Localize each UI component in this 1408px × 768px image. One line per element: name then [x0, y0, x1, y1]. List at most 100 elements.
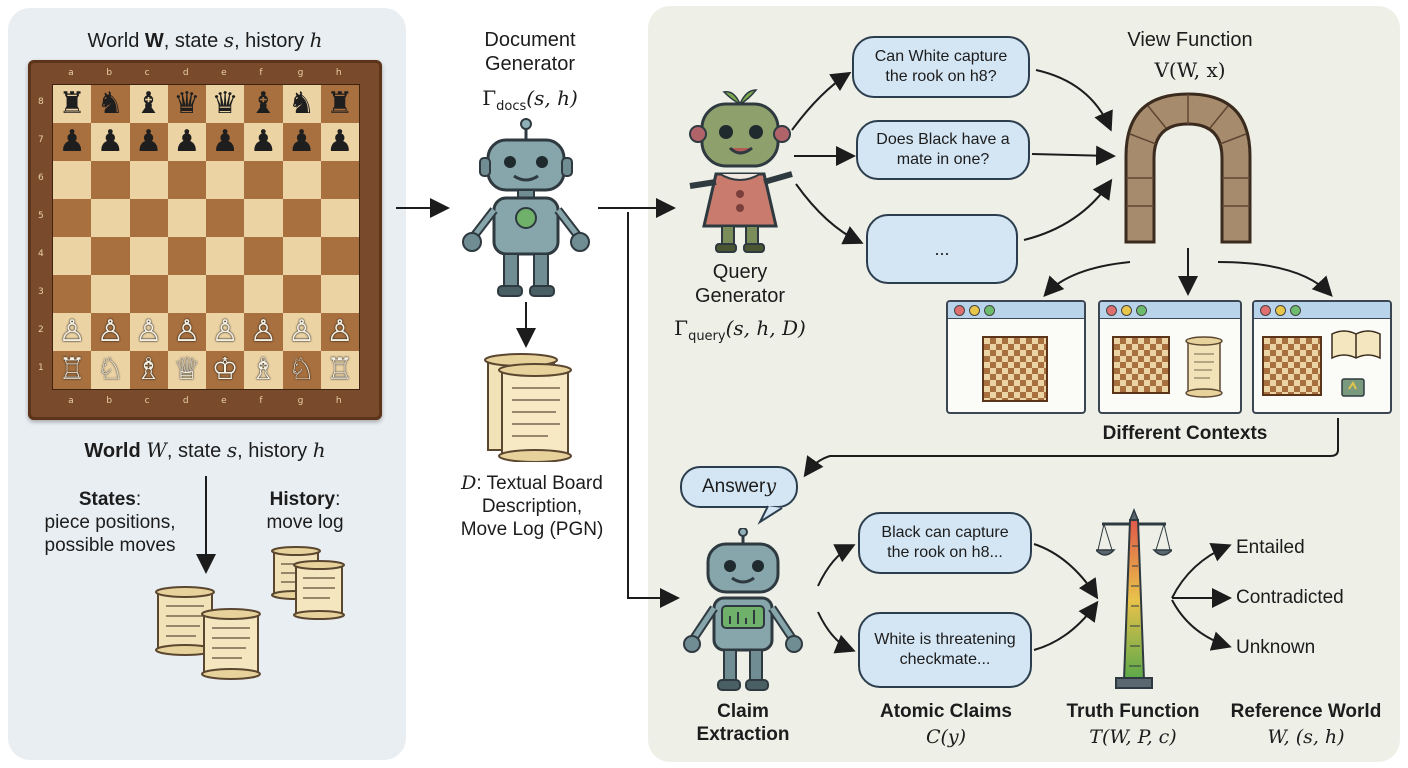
board-square	[53, 237, 92, 275]
chess-piece: ♟	[249, 124, 277, 159]
outcome-unknown: Unknown	[1236, 637, 1316, 658]
board-square	[167, 199, 206, 237]
board-square	[91, 237, 130, 275]
rank-label: 5	[38, 211, 44, 221]
file-label: d	[182, 68, 189, 78]
board-square: ♕	[167, 351, 206, 389]
scales-icon	[1096, 507, 1172, 689]
chess-piece: ♞	[288, 86, 316, 121]
rank-label: 2	[38, 325, 44, 335]
board-square: ♖	[53, 351, 92, 389]
board-square	[282, 161, 321, 199]
board-square	[244, 161, 283, 199]
file-label: a	[68, 68, 74, 78]
claim-extraction-robot-icon	[683, 528, 803, 691]
window-titlebar	[948, 302, 1084, 319]
world-title-top: World W, state s, history h	[87, 28, 323, 52]
scroll-icon	[201, 608, 261, 680]
claim-bubble-1: Black can capture the rook on h8...	[858, 512, 1032, 574]
world-title-bottom: World W, state s, history h	[84, 438, 326, 462]
board-square: ♙	[129, 313, 168, 351]
chess-piece: ♕	[173, 352, 201, 387]
window-titlebar	[1254, 302, 1390, 319]
chess-piece: ♗	[249, 352, 277, 387]
board-square: ♜	[53, 85, 92, 123]
chess-piece: ♖	[58, 352, 86, 387]
board-square	[53, 199, 92, 237]
board-square: ♟	[282, 123, 321, 161]
chess-piece: ♙	[288, 314, 316, 349]
chess-piece: ♗	[135, 352, 163, 387]
board-square: ♙	[53, 313, 92, 351]
board-square: ♙	[282, 313, 321, 351]
chess-piece: ♙	[96, 314, 124, 349]
board-square: ♘	[282, 351, 321, 389]
board-square	[91, 275, 130, 313]
board-square: ♟	[167, 123, 206, 161]
board-square	[91, 199, 130, 237]
arrow-to-unknown	[1171, 599, 1232, 651]
document-description: D: Textual Board Description, Move Log (…	[460, 472, 604, 541]
board-square: ♖	[320, 351, 359, 389]
view-function-title: View Function	[1127, 29, 1253, 51]
board-square: ♞	[91, 85, 130, 123]
truth-function-label: Truth Function	[1066, 701, 1200, 722]
board-square	[129, 237, 168, 275]
book-icon	[1331, 330, 1381, 360]
rank-label: 6	[38, 173, 44, 183]
context-window-3	[1252, 300, 1392, 414]
states-label: States	[78, 489, 136, 510]
chess-piece: ♟	[288, 124, 316, 159]
rank-label: 8	[38, 97, 44, 107]
board-square: ♙	[206, 313, 245, 351]
arrow-to-entailed	[1171, 542, 1232, 599]
file-label: h	[335, 396, 342, 406]
board-square	[129, 275, 168, 313]
board-square: ♘	[91, 351, 130, 389]
chess-piece: ♜	[58, 86, 86, 121]
mini-chessboard	[1112, 336, 1170, 394]
query-generator-robot-icon	[689, 89, 793, 253]
board-square	[320, 275, 359, 313]
board-square	[320, 161, 359, 199]
claim-bubble-2: White is threatening checkmate...	[858, 612, 1032, 688]
chess-piece: ♙	[173, 314, 201, 349]
board-square	[320, 237, 359, 275]
chess-piece: ♘	[96, 352, 124, 387]
gadget-icon	[1341, 378, 1365, 397]
arrow-to-q1	[791, 71, 852, 131]
chess-piece: ♟	[135, 124, 163, 159]
board-square	[129, 199, 168, 237]
query-bubble-2: Does Black have a mate in one?	[856, 120, 1030, 180]
chess-piece: ♙	[326, 314, 354, 349]
arrow-contexts-to-answer	[803, 418, 1339, 478]
file-label: f	[259, 68, 263, 78]
chess-piece: ♝	[249, 86, 277, 121]
different-contexts-label: Different Contexts	[1102, 423, 1268, 444]
board-square: ♗	[244, 351, 283, 389]
board-square: ♟	[53, 123, 92, 161]
atomic-claims-label: Atomic Claims	[880, 701, 1012, 722]
file-label: b	[106, 68, 113, 78]
board-square: ♙	[320, 313, 359, 351]
rank-label: 7	[38, 135, 44, 145]
truth-function-formula: T(W, P, c)	[1089, 726, 1177, 748]
arrow-to-claim1	[817, 544, 856, 587]
arrow-view-to-ctx1	[1043, 261, 1131, 297]
board-square	[53, 161, 92, 199]
board-square: ♝	[244, 85, 283, 123]
chess-piece: ♛	[173, 86, 201, 121]
file-label: h	[335, 68, 342, 78]
file-label: g	[297, 68, 304, 78]
arch-icon	[1124, 92, 1252, 244]
states-desc-1: piece positions,	[44, 512, 176, 534]
arrow-to-claim2	[817, 611, 856, 654]
board-square	[206, 237, 245, 275]
arrow-q1-to-view	[1035, 69, 1113, 132]
chess-piece: ♝	[135, 86, 163, 121]
outcome-contradicted: Contradicted	[1236, 587, 1344, 608]
file-label: e	[221, 68, 227, 78]
reference-world-formula: W, (s, h)	[1267, 726, 1345, 748]
